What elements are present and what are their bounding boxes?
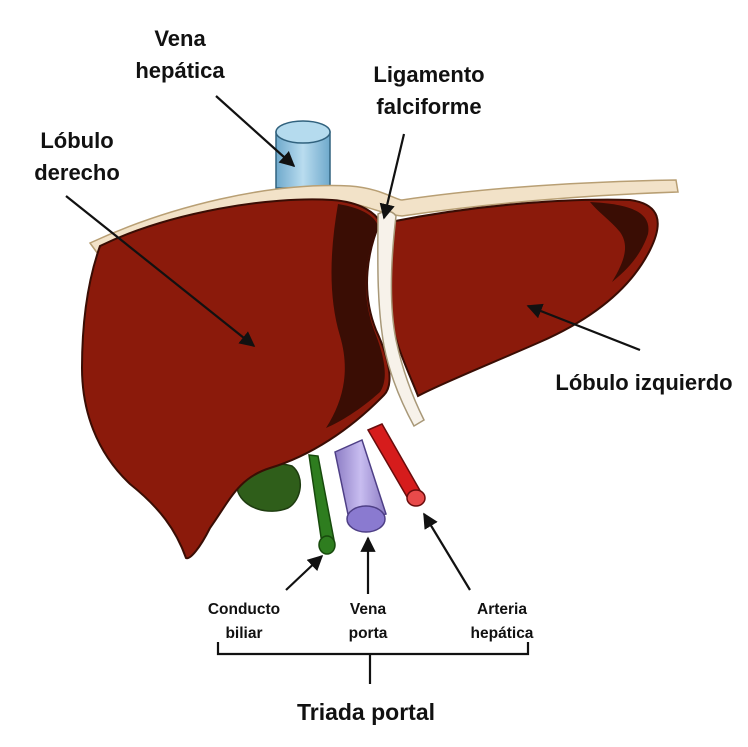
label-ligamento-falciforme: Ligamento falciforme: [373, 62, 484, 119]
vena-hepatica-line1: Vena: [154, 26, 206, 51]
vena-porta-line2: porta: [349, 625, 388, 642]
arteria-hepatica-line1: Arteria: [477, 601, 527, 618]
label-arteria-hepatica: Arteria hepática: [471, 601, 534, 642]
lobulo-derecho-line2: derecho: [34, 160, 120, 185]
ligamento-falciforme-line2: falciforme: [376, 94, 481, 119]
label-lobulo-derecho: Lóbulo derecho: [34, 128, 120, 185]
label-vena-porta: Vena porta: [349, 601, 388, 642]
conducto-biliar-line1: Conducto: [208, 601, 280, 618]
label-lobulo-izquierdo: Lóbulo izquierdo: [555, 370, 732, 395]
label-triada-portal: Triada portal: [297, 699, 435, 725]
portal-triad-bracket: [218, 642, 528, 684]
bile-duct-shape: [309, 455, 334, 544]
vena-porta-line1: Vena: [350, 601, 387, 618]
label-vena-hepatica: Vena hepática: [135, 26, 225, 83]
ligamento-falciforme-line1: Ligamento: [373, 62, 484, 87]
label-conducto-biliar: Conducto biliar: [208, 601, 280, 642]
conducto-biliar-line2: biliar: [225, 625, 262, 642]
lobulo-derecho-line1: Lóbulo: [40, 128, 113, 153]
arrow-arteria-hepatica: [424, 514, 470, 590]
arteria-hepatica-line2: hepática: [471, 625, 534, 642]
left-lobe-shape: [387, 200, 658, 396]
vena-hepatica-line2: hepática: [135, 58, 225, 83]
arrow-conducto-biliar: [286, 556, 322, 590]
